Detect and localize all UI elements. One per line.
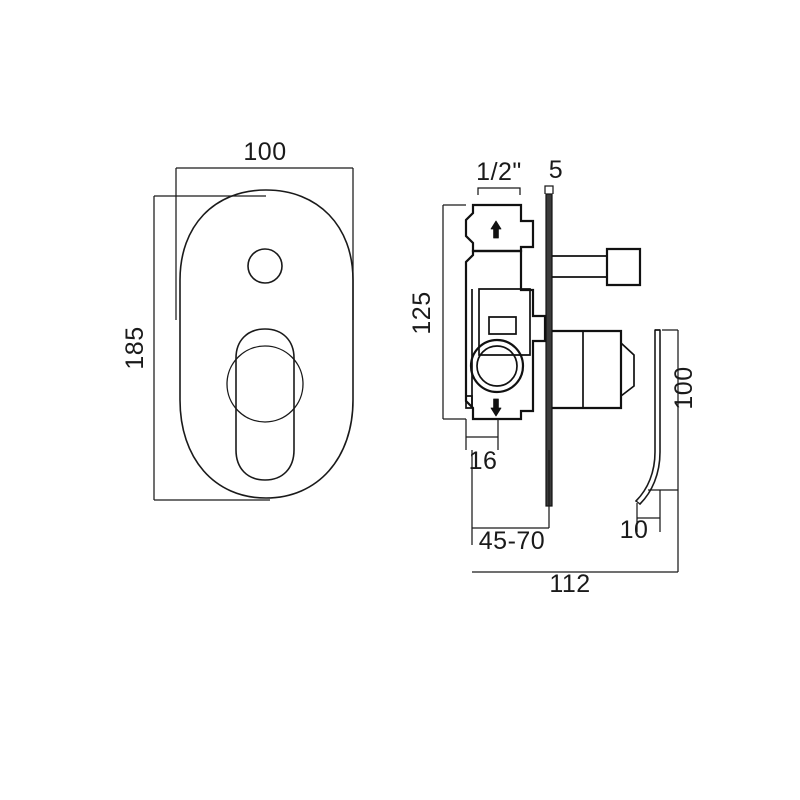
side-view-dimension-lines bbox=[442, 185, 679, 573]
outlet-port-outer bbox=[469, 338, 525, 394]
front-elevation-view: 100 185 bbox=[121, 138, 354, 501]
outlet-port-inner bbox=[476, 345, 518, 387]
cartridge-outline bbox=[478, 288, 531, 356]
valve-body-section bbox=[464, 203, 547, 421]
dim-label-front-height: 185 bbox=[121, 326, 149, 369]
body-mount-tab bbox=[465, 395, 473, 409]
side-section-view: 1/2" 5 125 16 45-70 112 100 10 bbox=[408, 156, 698, 598]
dim-label-front-width: 100 bbox=[243, 138, 286, 166]
diverter-button-assembly bbox=[552, 247, 642, 287]
lever-blade-profile-back bbox=[639, 329, 661, 505]
lever-hub bbox=[552, 329, 623, 410]
valve-body-block bbox=[464, 249, 547, 421]
lever-base-ring-front bbox=[226, 345, 304, 423]
lever-handle-front bbox=[235, 328, 295, 481]
dim-label-handle-projection: 10 bbox=[620, 516, 649, 544]
lever-blade-profile bbox=[635, 329, 656, 502]
dim-label-overall-depth: 112 bbox=[549, 570, 590, 598]
dim-label-inlet-thread: 1/2" bbox=[476, 158, 522, 186]
dim-label-plate-thickness: 5 bbox=[549, 156, 563, 184]
lever-handle-assembly bbox=[552, 329, 661, 505]
outlet-arrow-down-icon bbox=[490, 398, 502, 417]
dim-label-handle-height: 100 bbox=[670, 366, 698, 409]
inlet-arrow-up-icon bbox=[490, 220, 502, 239]
lever-neck bbox=[620, 342, 635, 397]
dim-label-install-depth: 45-70 bbox=[479, 527, 545, 555]
front-view-dimension-frame bbox=[153, 167, 354, 501]
dim-label-body-height: 125 bbox=[408, 291, 436, 334]
dim-label-body-depth-rear: 16 bbox=[469, 447, 498, 475]
faceplate-outline bbox=[179, 189, 354, 499]
diverter-button-front bbox=[247, 248, 283, 284]
diverter-button-cap bbox=[605, 247, 642, 287]
lever-blade-tip bbox=[635, 500, 641, 505]
cartridge-notch bbox=[488, 316, 517, 335]
